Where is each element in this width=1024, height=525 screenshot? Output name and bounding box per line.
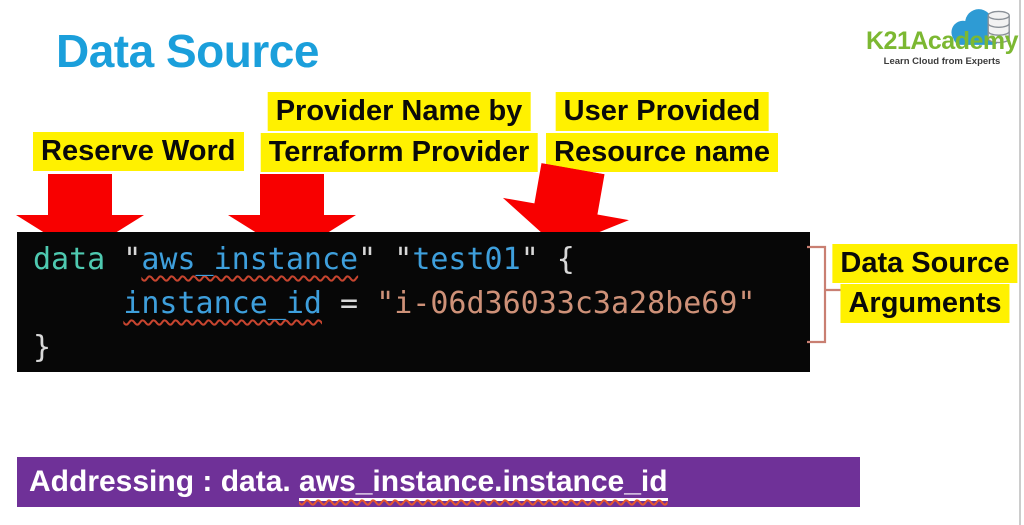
slide-edge-line [1019, 0, 1021, 525]
code-token: " [105, 242, 142, 277]
code-token: instance_id [123, 286, 322, 321]
cloud-database-icon [951, 9, 1010, 45]
logo-brand-text: K21Academy [865, 27, 1019, 55]
label-provider-name-line2: Terraform Provider [260, 133, 538, 172]
code-token: " { [520, 242, 575, 277]
page-title: Data Source [56, 25, 319, 77]
addressing-path: aws_instance.instance_id [299, 465, 668, 501]
code-token: data [33, 242, 106, 277]
label-arguments-line2: Arguments [840, 284, 1010, 323]
addressing-prefix: Addressing : data. [29, 465, 300, 498]
label-arguments-line1: Data Source [832, 244, 1018, 283]
label-user-provided-line2: Resource name [546, 133, 778, 172]
label-user-provided-line1: User Provided [555, 92, 769, 131]
code-line: } [33, 326, 810, 370]
red-arrow-icon-resource-name [502, 163, 629, 249]
code-token: "i-06d36033c3a28be69" [376, 286, 756, 321]
code-token [33, 286, 123, 321]
label-reserve-word: Reserve Word [33, 132, 244, 171]
code-token: test01 [412, 242, 521, 277]
code-line: instance_id = "i-06d36033c3a28be69" [33, 282, 810, 326]
code-token: " " [358, 242, 413, 277]
k21academy-logo: K21Academy Learn Cloud from Experts [864, 5, 1020, 67]
label-provider-name-line1: Provider Name by [267, 92, 531, 131]
code-block: data "aws_instance" "test01" { instance_… [17, 232, 810, 372]
code-token: aws_instance [141, 242, 359, 277]
arguments-brace-icon [807, 245, 843, 344]
code-line: data "aws_instance" "test01" { [33, 238, 810, 282]
addressing-banner: Addressing : data. aws_instance.instance… [17, 457, 860, 507]
code-token: = [322, 286, 377, 321]
logo-tagline: Learn Cloud from Experts [883, 56, 1001, 67]
code-token: } [33, 330, 52, 365]
